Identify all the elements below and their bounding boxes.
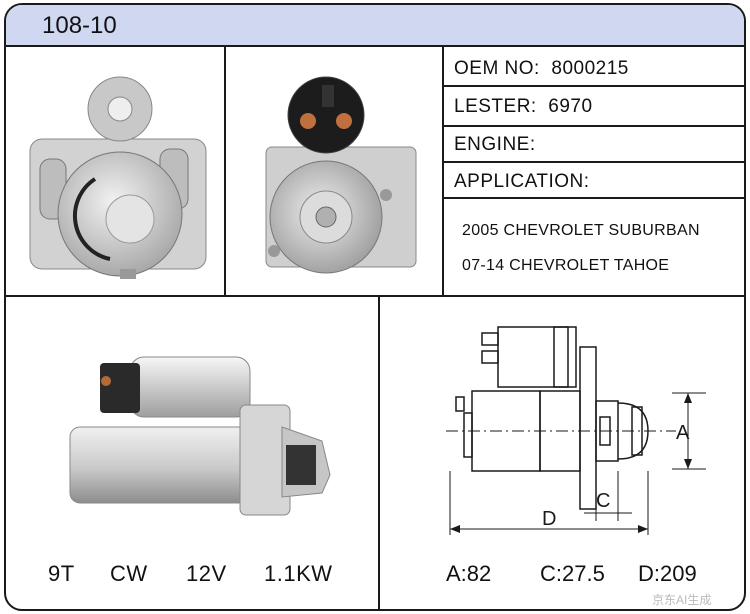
lester-value: 6970 — [548, 96, 593, 117]
part-number-title: 108-10 — [42, 12, 117, 39]
label-d: D — [542, 508, 556, 530]
engine-label: ENGINE: — [454, 134, 536, 155]
divider — [224, 45, 226, 295]
engine-row: ENGINE: — [454, 134, 536, 156]
power-spec: 1.1KW — [264, 561, 333, 586]
starter-front-view-photo — [265, 76, 417, 274]
dimension-d: D:209 — [638, 561, 697, 586]
application-label: APPLICATION: — [454, 171, 590, 192]
oem-label: OEM NO: — [454, 58, 540, 79]
divider — [378, 295, 380, 609]
product-spec-card: 108-10 OEM NO: 8000215 LESTER: 6970 ENGI… — [4, 3, 746, 611]
dimension-drawing: A C D — [446, 326, 706, 535]
voltage-spec: 12V — [186, 561, 227, 586]
teeth-spec: 9T — [48, 561, 75, 586]
dimension-a: A:82 — [446, 561, 492, 586]
oem-value: 8000215 — [551, 58, 629, 79]
lester-label: LESTER: — [454, 96, 537, 117]
divider — [6, 295, 744, 297]
application-row: APPLICATION: — [454, 171, 590, 193]
card-header: 108-10 — [6, 5, 744, 47]
lester-row: LESTER: 6970 — [454, 96, 593, 118]
application-line-2: 07-14 CHEVROLET TAHOE — [462, 257, 670, 274]
rotation-spec: CW — [110, 561, 148, 586]
label-a: A — [676, 422, 690, 444]
dimension-c: C:27.5 — [540, 561, 605, 586]
watermark: 京东AI生成 — [652, 593, 712, 607]
application-line-1: 2005 CHEVROLET SUBURBAN — [462, 222, 700, 239]
starter-rear-view-photo — [29, 76, 207, 279]
divider — [442, 45, 444, 295]
oem-row: OEM NO: 8000215 — [454, 58, 629, 80]
divider — [442, 85, 744, 87]
starter-side-view-photo — [69, 356, 331, 516]
divider — [442, 161, 744, 163]
divider — [442, 125, 744, 127]
divider — [442, 197, 744, 199]
label-c: C — [596, 490, 610, 512]
